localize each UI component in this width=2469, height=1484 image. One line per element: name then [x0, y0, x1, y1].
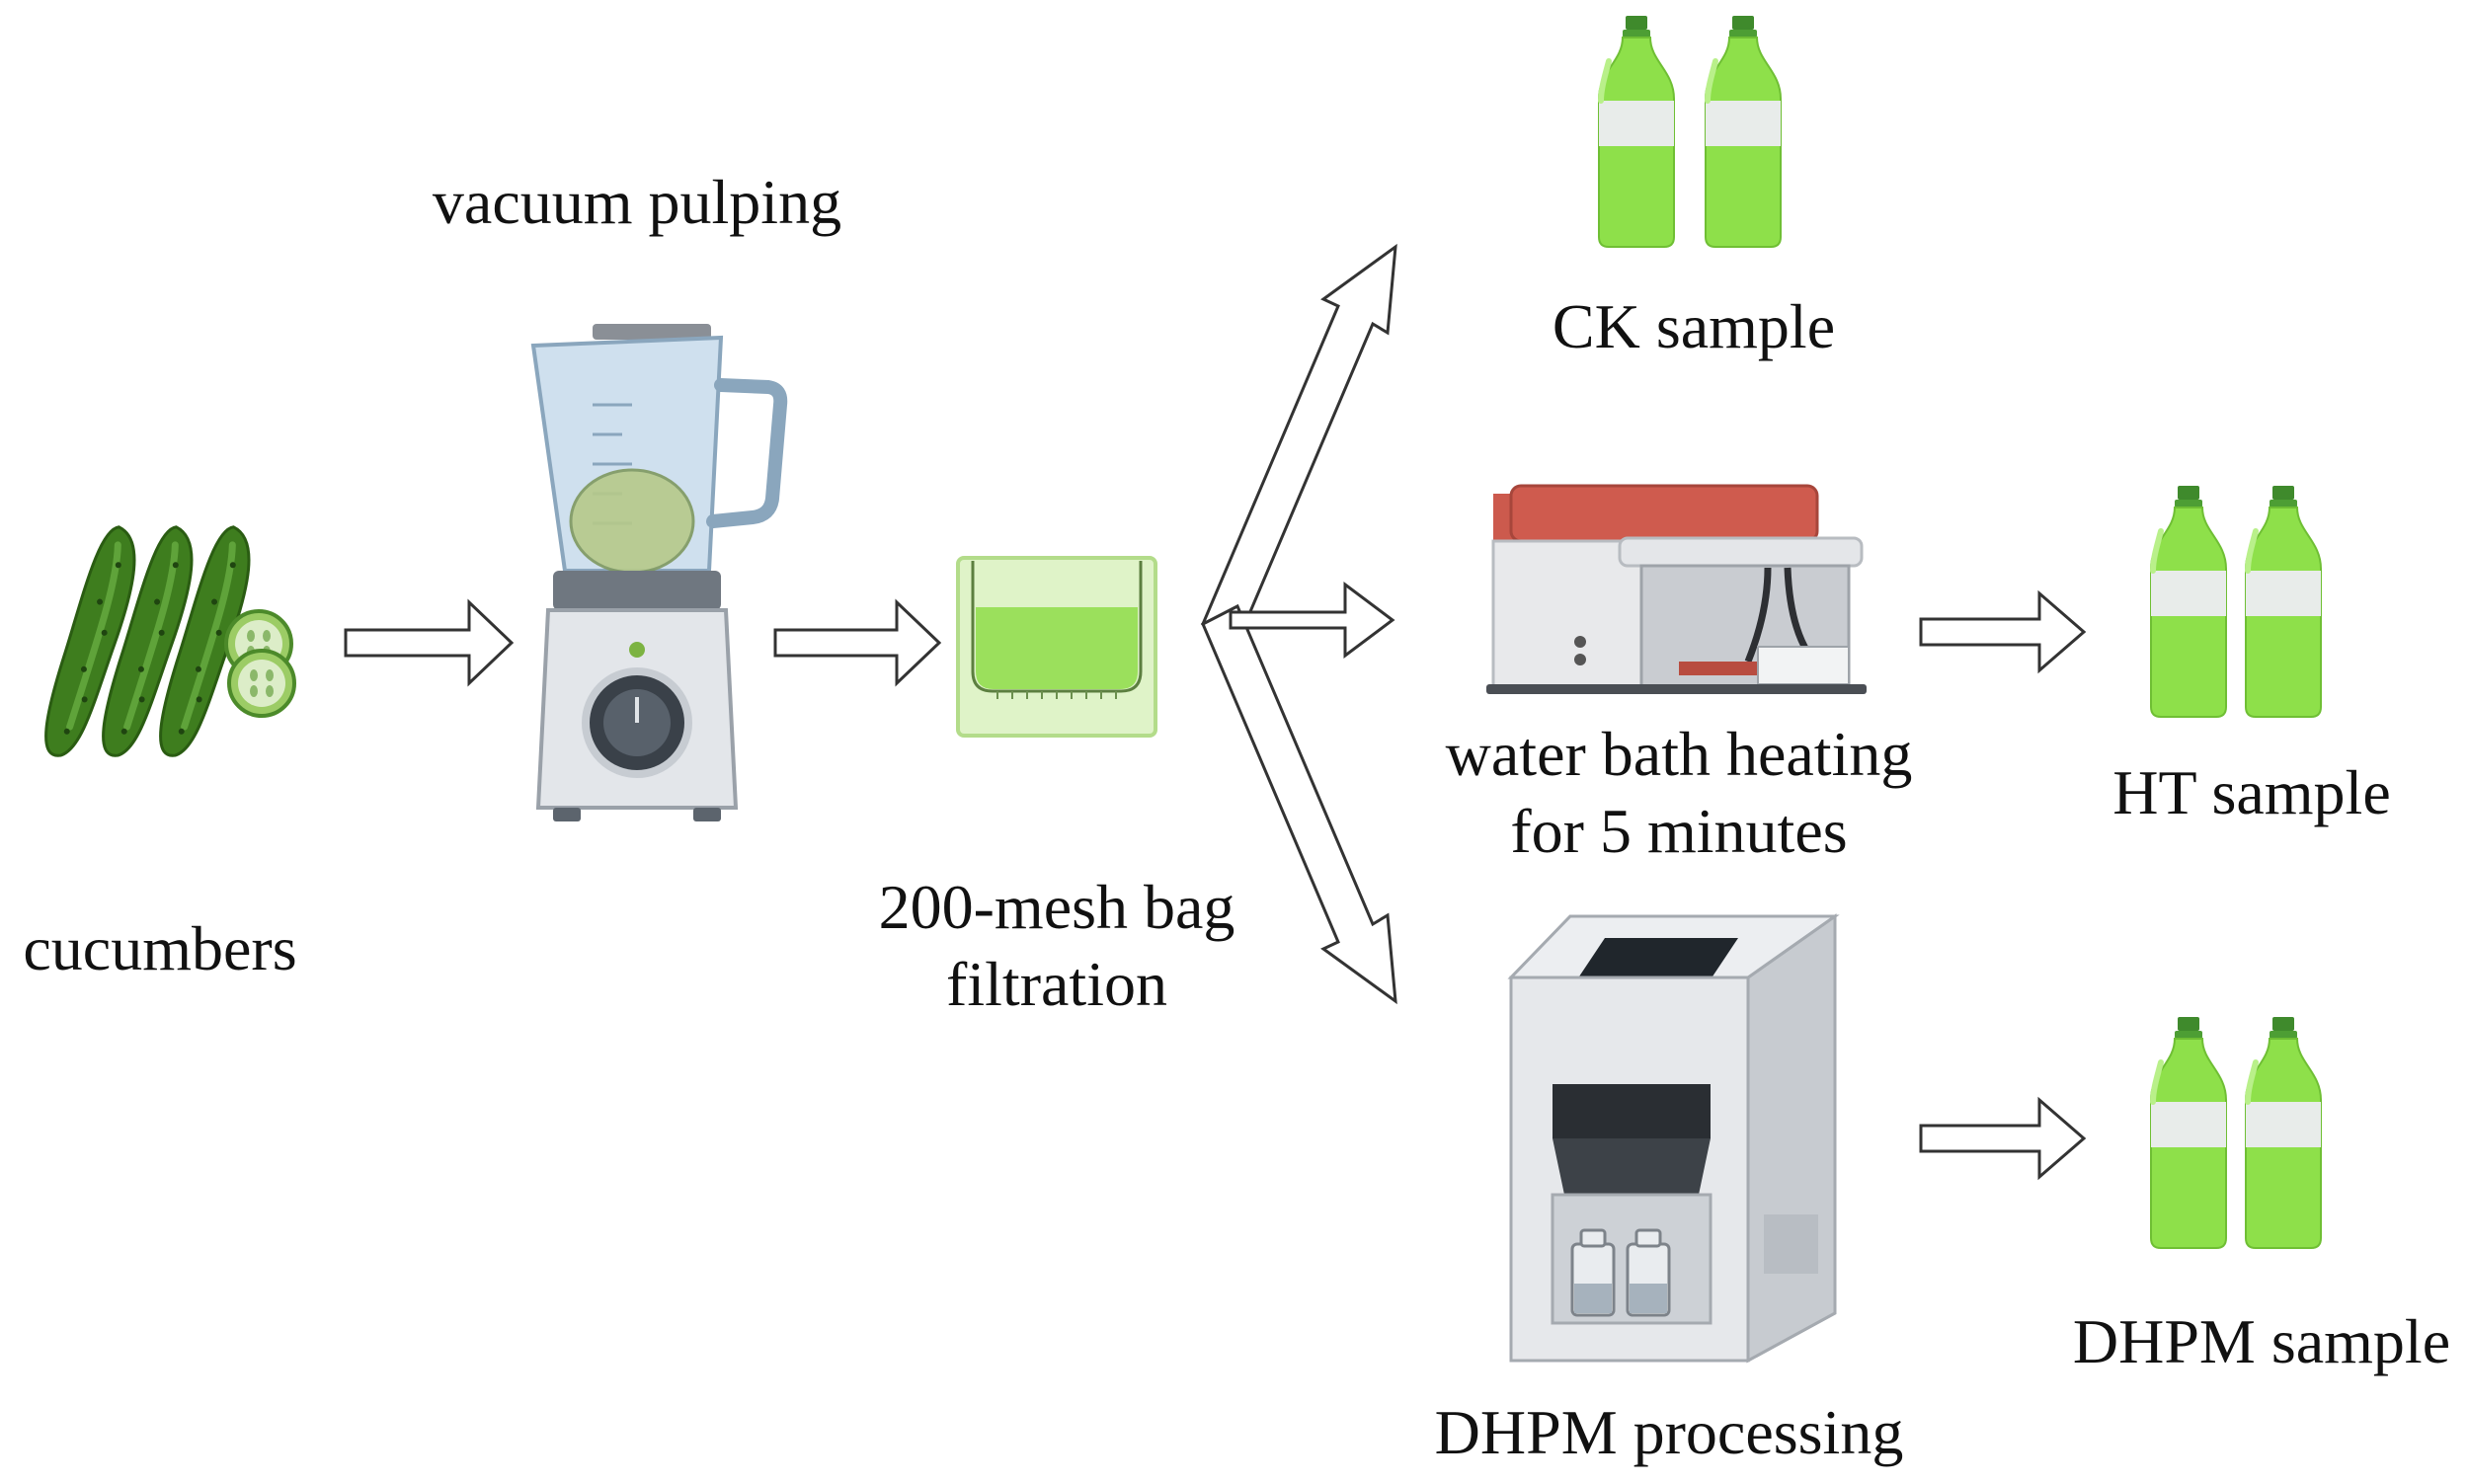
- dhpm-machine-icon: [1507, 913, 1840, 1364]
- water-bath-icon: [1486, 484, 1867, 694]
- cucumbers-icon: [41, 520, 296, 763]
- label-filtration: 200-mesh bag filtration: [859, 869, 1254, 1023]
- label-water-bath: water bath heating for 5 minutes: [1422, 716, 1936, 870]
- arrow-dhpm-to-sample-icon: [1919, 1096, 2087, 1181]
- label-filtration-line2: filtration: [946, 949, 1167, 1020]
- ht-bottles-icon: [2151, 486, 2321, 717]
- label-vacuum-pulping: vacuum pulping: [432, 167, 842, 237]
- arrow-bath-to-ht-icon: [1919, 589, 2087, 674]
- label-ht-sample: HT sample: [2112, 757, 2391, 827]
- label-dhpm-processing: DHPM processing: [1434, 1397, 1904, 1467]
- branch-fork-icon: [1201, 243, 1397, 1005]
- arrow-blender-to-bag-icon: [773, 598, 942, 687]
- mesh-bag-icon: [956, 556, 1157, 738]
- arrow-cucumbers-to-blender-icon: [344, 598, 515, 687]
- label-ck-sample: CK sample: [1552, 291, 1836, 361]
- label-water-bath-line2: for 5 minutes: [1510, 796, 1848, 867]
- ck-bottles-icon: [1599, 16, 1781, 247]
- label-dhpm-sample: DHPM sample: [2072, 1306, 2451, 1376]
- label-cucumbers: cucumbers: [23, 913, 297, 983]
- label-water-bath-line1: water bath heating: [1445, 719, 1913, 789]
- label-filtration-line1: 200-mesh bag: [878, 872, 1235, 942]
- blender-icon: [530, 324, 788, 821]
- dhpm-bottles-icon: [2151, 1017, 2321, 1248]
